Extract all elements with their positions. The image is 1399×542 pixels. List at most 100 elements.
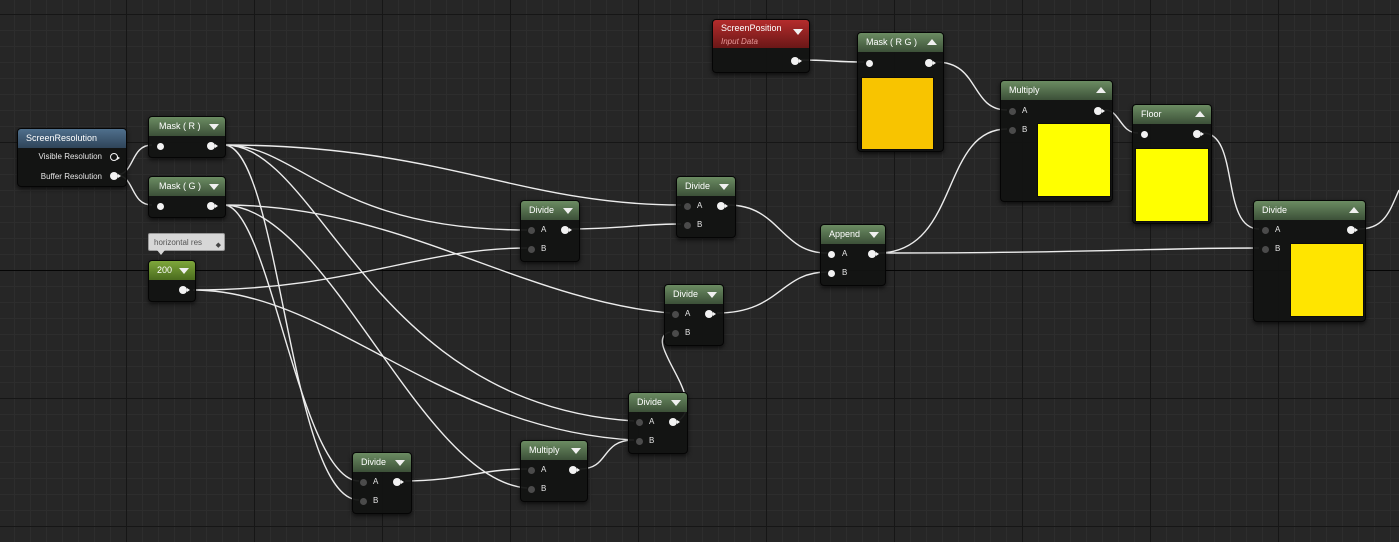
input-pin[interactable] <box>866 60 873 67</box>
output-pin[interactable] <box>669 418 680 426</box>
output-pin[interactable] <box>717 202 728 210</box>
pin-label-a: A <box>373 477 379 486</box>
input-pin-b[interactable] <box>528 486 535 493</box>
node-divide-5[interactable]: Divide A B <box>352 452 412 514</box>
input-pin-a[interactable] <box>360 479 367 486</box>
output-pin[interactable] <box>393 478 404 486</box>
node-multiply-top[interactable]: Multiply A B <box>1000 80 1113 202</box>
node-screen-position[interactable]: ScreenPosition Input Data <box>712 19 810 73</box>
preview-swatch <box>861 77 934 150</box>
input-pin-b[interactable] <box>828 270 835 277</box>
node-divide-3[interactable]: Divide A B <box>664 284 724 346</box>
wire <box>404 468 528 482</box>
output-pin[interactable] <box>1094 107 1105 115</box>
collapse-icon[interactable] <box>707 292 717 298</box>
input-pin[interactable] <box>1141 131 1148 138</box>
input-pin-b[interactable] <box>1009 127 1016 134</box>
input-pin-b[interactable] <box>1262 246 1269 253</box>
wire <box>224 144 360 501</box>
wire <box>192 289 635 441</box>
node-divide-2[interactable]: Divide A B <box>676 176 736 238</box>
output-pin[interactable] <box>207 202 218 210</box>
output-pin-buffer-resolution[interactable] <box>110 172 121 180</box>
output-pin[interactable] <box>868 250 879 258</box>
pin-label-b: B <box>373 496 379 505</box>
collapse-icon[interactable] <box>395 460 405 466</box>
node-mask-r[interactable]: Mask ( R ) <box>148 116 226 158</box>
node-screen-resolution[interactable]: ScreenResolution Visible Resolution Buff… <box>17 128 127 187</box>
collapse-icon[interactable] <box>563 208 573 214</box>
collapse-icon[interactable] <box>209 184 219 190</box>
wire <box>224 144 528 231</box>
input-pin-b[interactable] <box>360 498 367 505</box>
output-pin[interactable] <box>1347 226 1358 234</box>
input-pin[interactable] <box>157 203 164 210</box>
collapse-icon[interactable] <box>927 39 937 45</box>
pin-label-b: B <box>685 328 691 337</box>
wire <box>727 204 828 254</box>
collapse-icon[interactable] <box>571 448 581 454</box>
pin-label-b: B <box>649 436 655 445</box>
node-mask-g[interactable]: Mask ( G ) <box>148 176 226 218</box>
output-pin[interactable] <box>705 310 716 318</box>
node-mask-rg[interactable]: Mask ( R G ) <box>857 32 944 152</box>
pin-icon[interactable]: ◆ <box>215 242 221 249</box>
output-pin[interactable] <box>179 286 190 294</box>
collapse-icon[interactable] <box>869 232 879 238</box>
pin-label-a: A <box>541 465 547 474</box>
collapse-icon[interactable] <box>1096 87 1106 93</box>
node-divide-right[interactable]: Divide A B <box>1253 200 1366 322</box>
input-pin-a[interactable] <box>636 419 643 426</box>
input-pin-b[interactable] <box>636 438 643 445</box>
output-pin[interactable] <box>207 142 218 150</box>
output-pin-visible-resolution[interactable] <box>110 153 120 161</box>
input-pin-a[interactable] <box>672 311 679 318</box>
collapse-icon[interactable] <box>671 400 681 406</box>
input-pin-b[interactable] <box>672 330 679 337</box>
output-pin[interactable] <box>925 59 936 67</box>
output-pin[interactable] <box>791 57 802 65</box>
input-pin-a[interactable] <box>1009 108 1016 115</box>
collapse-icon[interactable] <box>209 124 219 130</box>
input-pin-a[interactable] <box>528 467 535 474</box>
node-header: Divide <box>353 453 411 472</box>
pin-label-b: B <box>842 268 848 277</box>
collapse-icon[interactable] <box>719 184 729 190</box>
pin-label-a: A <box>541 225 547 234</box>
comment-bubble[interactable]: horizontal res ◆ <box>148 233 225 255</box>
node-header: Divide <box>629 393 687 412</box>
wire <box>224 204 528 489</box>
input-pin-a[interactable] <box>528 227 535 234</box>
input-pin-b[interactable] <box>684 222 691 229</box>
node-floor[interactable]: Floor <box>1132 104 1212 224</box>
input-pin-a[interactable] <box>1262 227 1269 234</box>
node-header: Append <box>821 225 885 244</box>
node-multiply-bottom[interactable]: Multiply A B <box>520 440 588 502</box>
wire <box>224 144 682 206</box>
wire <box>716 271 828 314</box>
input-pin-b[interactable] <box>528 246 535 253</box>
node-subtitle: Input Data <box>721 37 758 46</box>
pin-label-b: B <box>1022 125 1028 134</box>
node-append[interactable]: Append A B <box>820 224 886 286</box>
collapse-icon[interactable] <box>1195 111 1205 117</box>
collapse-icon[interactable] <box>793 29 803 35</box>
node-divide-1[interactable]: Divide A B <box>520 200 580 262</box>
node-header: ScreenResolution <box>18 129 126 148</box>
pin-label-a: A <box>1275 225 1281 234</box>
input-pin-a[interactable] <box>828 251 835 258</box>
pin-label-a: A <box>685 309 691 318</box>
collapse-icon[interactable] <box>1349 207 1359 213</box>
collapse-icon[interactable] <box>179 268 189 274</box>
output-pin[interactable] <box>561 226 572 234</box>
output-pin[interactable] <box>569 466 580 474</box>
wire <box>224 204 671 314</box>
node-header: Divide <box>665 285 723 304</box>
node-divide-4[interactable]: Divide A B <box>628 392 688 454</box>
output-pin[interactable] <box>1193 130 1204 138</box>
node-constant[interactable]: 200 <box>148 260 196 302</box>
node-title: ScreenPosition <box>721 23 782 33</box>
input-pin-a[interactable] <box>684 203 691 210</box>
input-pin[interactable] <box>157 143 164 150</box>
